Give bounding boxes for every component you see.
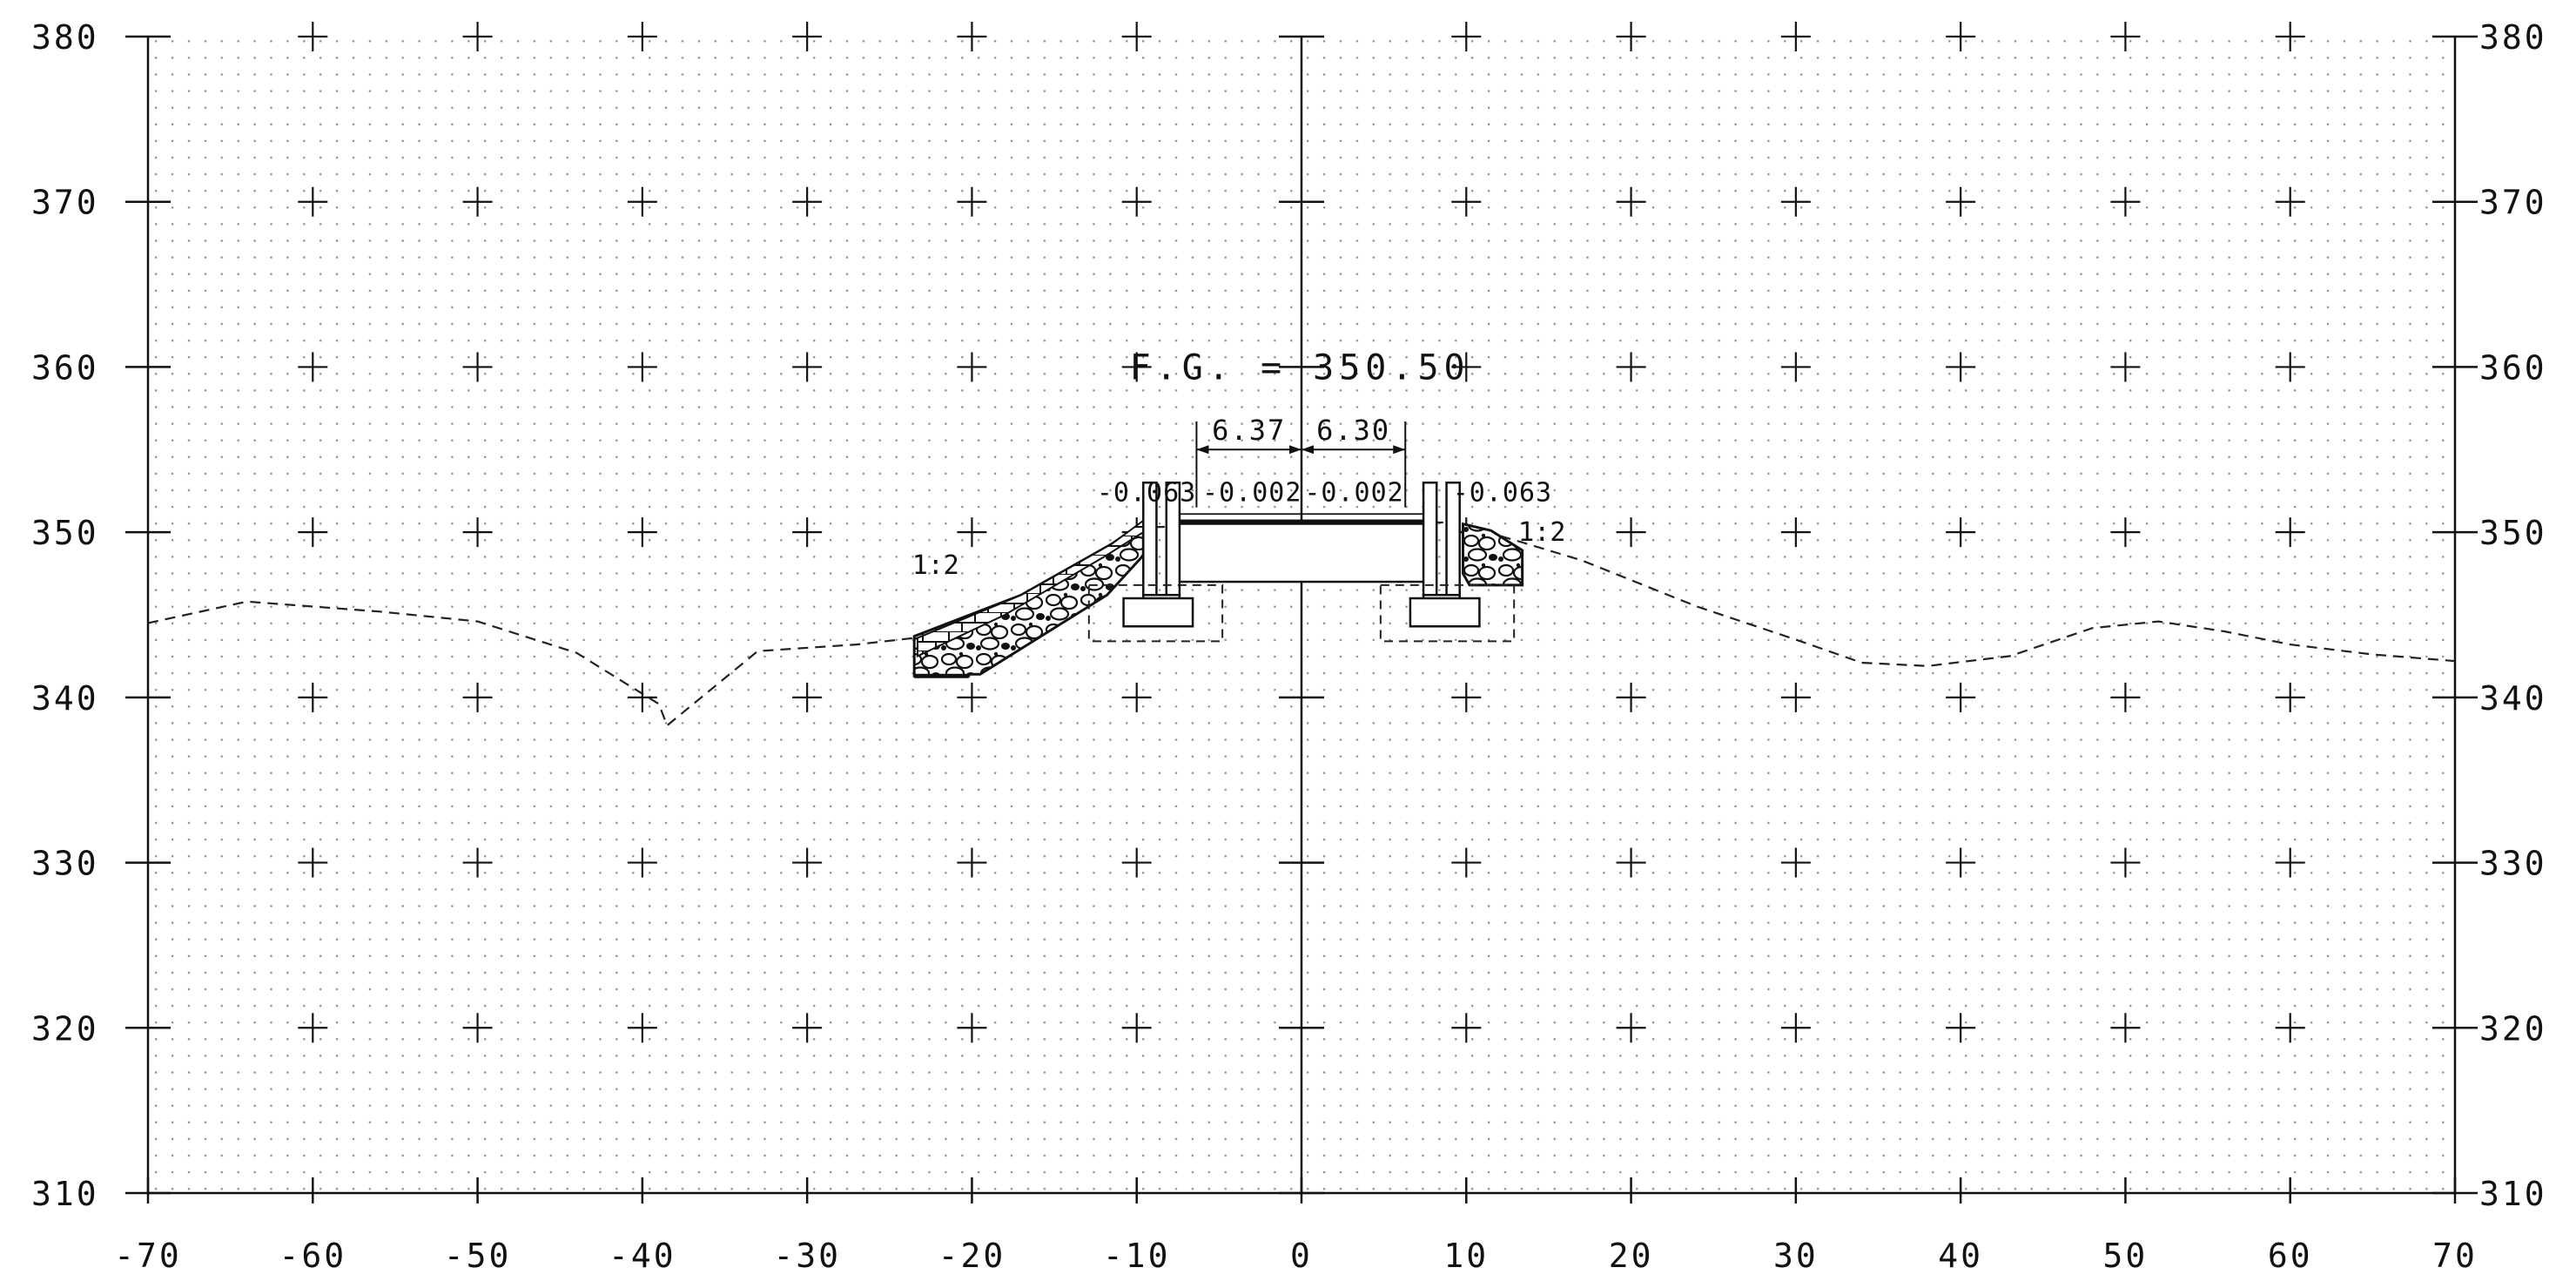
- cross-slope-label: -0.002: [1304, 478, 1403, 509]
- design-grade-label: F.G. = 350.50: [1130, 347, 1470, 388]
- side-slope-label: 1:2: [1518, 517, 1565, 548]
- x-tick-label: 70: [2432, 1237, 2478, 1275]
- x-tick-label: -70: [114, 1237, 182, 1275]
- abutment-footing: [1409, 597, 1481, 628]
- excavation-outline: [1087, 583, 1224, 643]
- y-tick-label-left: 310: [31, 1175, 99, 1213]
- cross-slope-label: -0.063: [1453, 478, 1552, 509]
- y-tick-label-left: 340: [31, 679, 99, 718]
- y-tick-label-left: 330: [31, 845, 99, 883]
- dimension-arrow: [1301, 445, 1314, 455]
- tick-labels: 310 310 320 320 330 330 340 340 350 350 360 360 370 3…: [31, 18, 2547, 1275]
- y-tick-label-right: 310: [2479, 1175, 2547, 1213]
- x-tick-label: -30: [773, 1237, 841, 1275]
- existing-ground-line: [147, 521, 2456, 727]
- width-dimension-label: 6.37: [1212, 414, 1286, 447]
- x-tick-label: 50: [2103, 1237, 2149, 1275]
- y-tick-label-left: 370: [31, 184, 99, 222]
- x-tick-label: -20: [938, 1237, 1006, 1275]
- y-tick-label-right: 350: [2479, 514, 2547, 552]
- side-slope-label: 1:2: [912, 550, 959, 581]
- x-tick-label: 60: [2268, 1237, 2313, 1275]
- right-slope-riprap: [1462, 522, 1524, 587]
- x-tick-label: -50: [444, 1237, 512, 1275]
- y-tick-label-right: 320: [2479, 1009, 2547, 1048]
- y-tick-label-left: 360: [31, 348, 99, 387]
- ground-profile: [147, 521, 2456, 727]
- y-tick-label-right: 380: [2479, 18, 2547, 57]
- y-tick-label-right: 330: [2479, 845, 2547, 883]
- width-dimension-label: 6.30: [1316, 414, 1390, 447]
- x-tick-label: 30: [1773, 1237, 1819, 1275]
- road-structure: [912, 481, 1524, 678]
- deck-slab: [1174, 519, 1429, 583]
- x-tick-label: -40: [609, 1237, 676, 1275]
- abutment-footing: [1122, 597, 1194, 628]
- excavation-outline: [1379, 583, 1516, 643]
- dimension-arrow: [1289, 445, 1301, 455]
- cross-slope-label: -0.063: [1097, 478, 1196, 509]
- y-tick-label-right: 340: [2479, 679, 2547, 718]
- y-tick-label-left: 320: [31, 1009, 99, 1048]
- y-tick-label-left: 350: [31, 514, 99, 552]
- x-tick-label: 20: [1609, 1237, 1654, 1275]
- barrier-post: [1422, 481, 1438, 597]
- y-tick-label-left: 380: [31, 18, 99, 57]
- y-tick-label-right: 360: [2479, 348, 2547, 387]
- x-tick-label: 10: [1443, 1237, 1489, 1275]
- cross-slope-label: -0.002: [1202, 478, 1301, 509]
- x-tick-label: 40: [1938, 1237, 1983, 1275]
- grid-crosses: [298, 22, 2305, 1043]
- axis-ticks: [125, 35, 2478, 1203]
- dimension-arrow: [1196, 445, 1209, 455]
- x-tick-label: -10: [1103, 1237, 1171, 1275]
- y-tick-label-right: 370: [2479, 184, 2547, 222]
- x-tick-label: -60: [279, 1237, 346, 1275]
- dimension-arrow: [1393, 445, 1406, 455]
- x-tick-label: 0: [1290, 1237, 1313, 1275]
